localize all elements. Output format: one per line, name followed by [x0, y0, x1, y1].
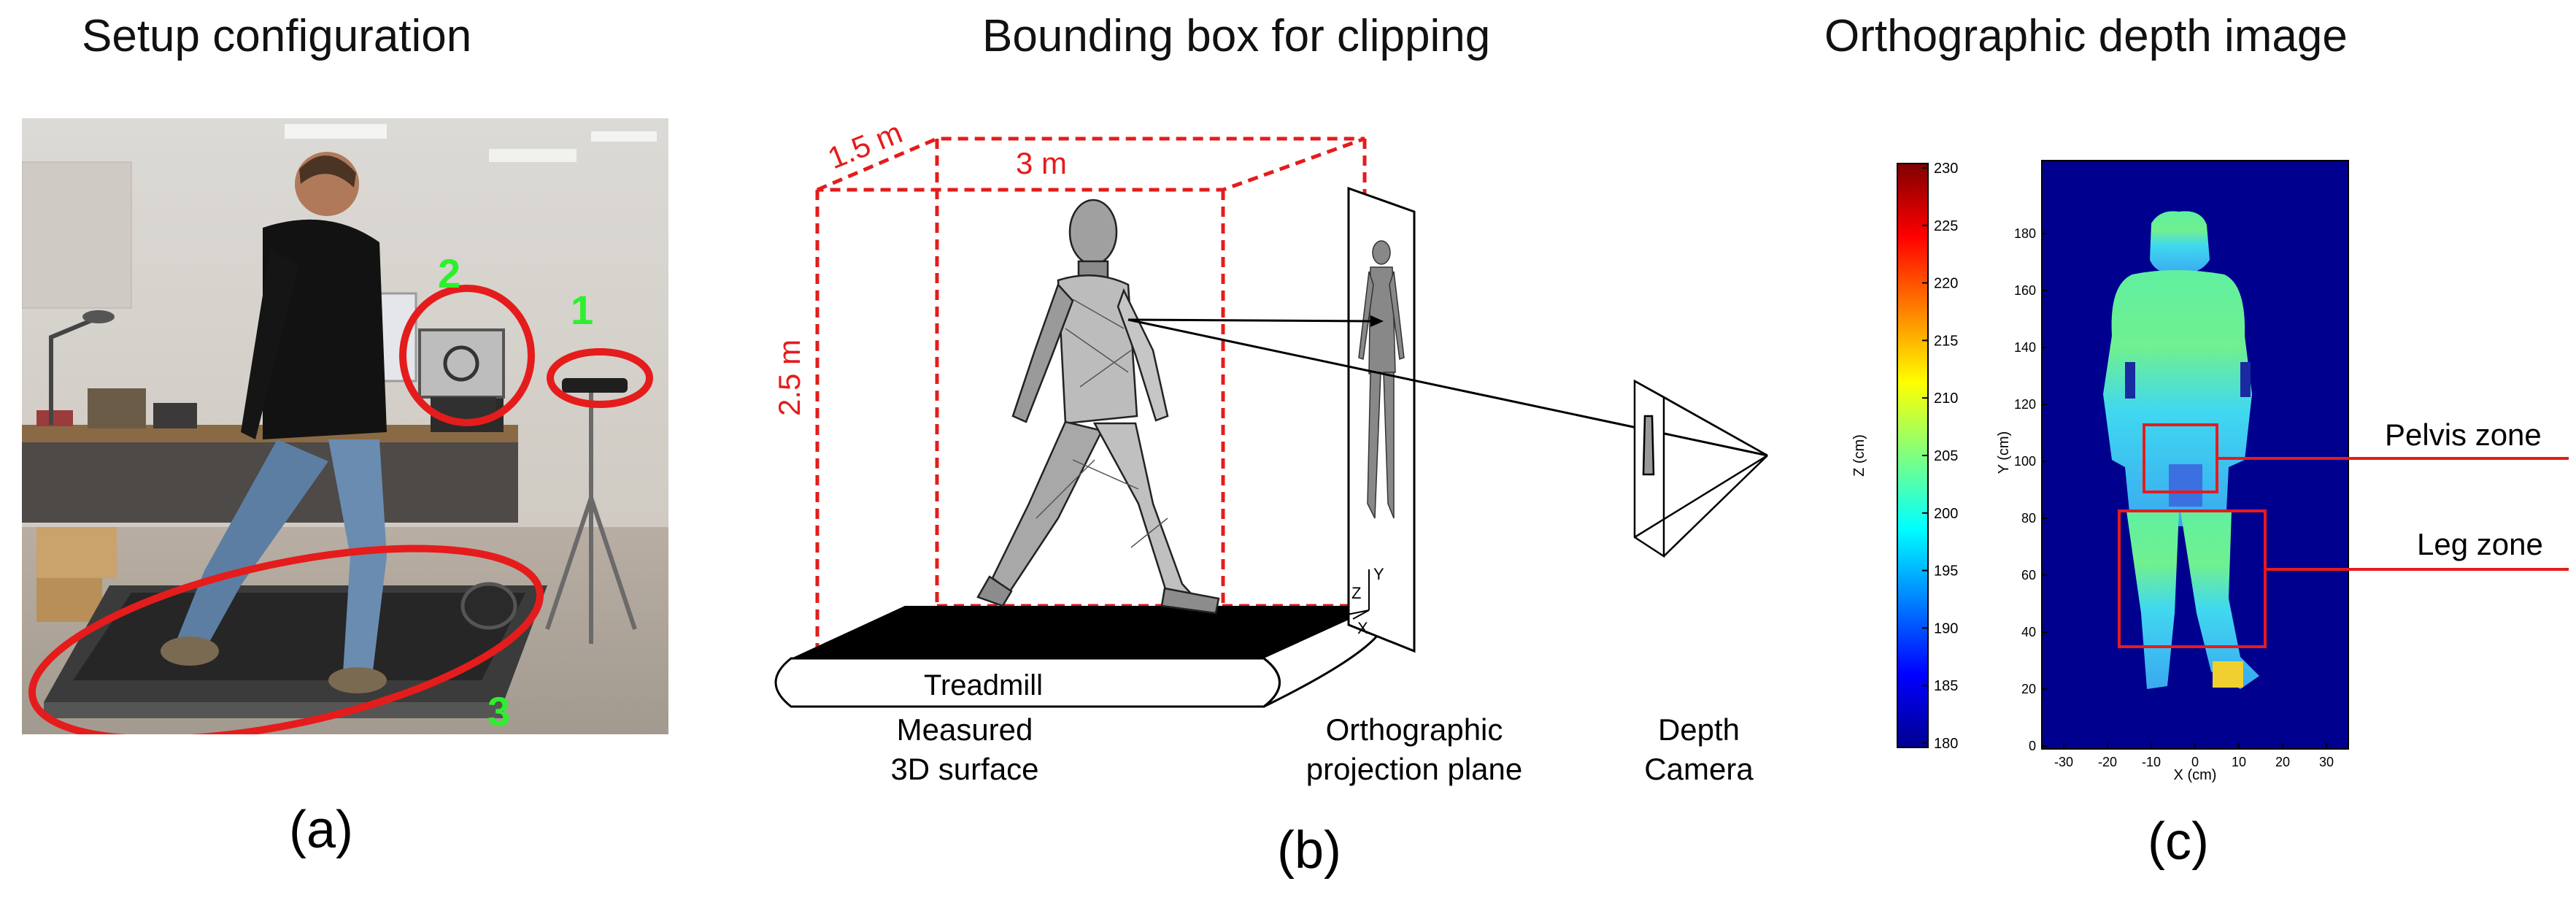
axis-x-label: X — [1357, 619, 1368, 637]
colorbar-tick-label: 190 — [1934, 620, 1958, 636]
treadmill: Treadmill — [774, 604, 1388, 708]
marker-2: 2 — [438, 250, 460, 296]
colorbar-tick-label: 220 — [1934, 276, 1958, 292]
panel-c-label: (c) — [2148, 812, 2209, 871]
x-axis-ticks: -30 -20 -10 0 10 20 30 — [2054, 743, 2334, 769]
y-tick-label: 140 — [2014, 340, 2036, 355]
x-tick-label: 10 — [2232, 755, 2246, 769]
dim-depth-label: 1.5 m — [823, 115, 907, 175]
panel-b-label: (b) — [1277, 821, 1341, 880]
y-tick-label: 0 — [2029, 739, 2036, 753]
surface-label-line1: Measured — [897, 712, 1033, 747]
colorbar-tick-label: 230 — [1934, 161, 1958, 177]
depth-camera — [1633, 379, 1768, 558]
colorbar-tick-label: 225 — [1934, 218, 1958, 234]
plane-axes — [1346, 569, 1370, 620]
plane-label-line1: Orthographic — [1326, 712, 1503, 747]
colorbar-tick-label: 180 — [1934, 736, 1958, 752]
y-tick-label: 40 — [2021, 625, 2036, 639]
y-axis-ticks: 0 20 40 60 80 100 120 140 160 180 — [2014, 226, 2048, 753]
y-tick-label: 120 — [2014, 397, 2036, 412]
y-tick-label: 180 — [2014, 226, 2036, 241]
panel-a-label: (a) — [289, 801, 353, 859]
axis-y-label: Y — [1373, 565, 1384, 583]
x-tick-label: -30 — [2054, 755, 2073, 769]
treadmill-label: Treadmill — [924, 669, 1043, 701]
mesh-human-figure — [976, 199, 1220, 615]
plane-label-line2: projection plane — [1306, 752, 1523, 786]
colorbar-ticks: 230 225 220 215 210 205 200 195 190 185 180 — [1922, 161, 1958, 752]
colorbar-tick-label: 185 — [1934, 678, 1958, 694]
bounding-box-diagram: 1.5 m 3 m 2.5 m Treadmill — [772, 115, 1768, 786]
marker-3: 3 — [487, 688, 510, 734]
panel-a-title: Setup configuration — [82, 11, 472, 61]
camera-label-line2: Camera — [1644, 752, 1754, 786]
colorbar-tick-label: 195 — [1934, 564, 1958, 580]
depth-plot: 0 20 40 60 80 100 120 140 160 180 -30 -20 -10 0 10 20 3… — [2014, 160, 2569, 769]
colorbar-tick-label: 200 — [1934, 506, 1958, 522]
marker-1: 1 — [571, 287, 593, 333]
y-tick-label: 160 — [2014, 283, 2036, 298]
y-tick-label: 80 — [2021, 511, 2036, 526]
pelvis-zone-label: Pelvis zone — [2385, 418, 2542, 452]
axis-z-label: Z — [1351, 584, 1361, 602]
colorbar-tick-label: 210 — [1934, 391, 1958, 407]
setup-photo: 2 1 3 — [22, 118, 668, 734]
x-tick-label: 20 — [2275, 755, 2290, 769]
panel-c-title: Orthographic depth image — [1824, 11, 2348, 61]
orthographic-projection-plane: Y Z X — [1346, 186, 1416, 653]
y-tick-label: 100 — [2014, 454, 2036, 469]
x-tick-label: -10 — [2142, 755, 2161, 769]
y-tick-label: 20 — [2021, 682, 2036, 696]
leg-zone-label: Leg zone — [2417, 527, 2543, 561]
colorbar-label: Z (cm) — [1851, 434, 1867, 477]
y-axis-label: Y (cm) — [1996, 431, 2012, 474]
x-tick-label: 30 — [2319, 755, 2334, 769]
y-tick-label: 60 — [2021, 568, 2036, 582]
leg-zone-box — [2118, 509, 2267, 648]
dim-height-label: 2.5 m — [772, 339, 806, 416]
x-axis-label: X (cm) — [2174, 767, 2217, 783]
surface-label-line2: 3D surface — [890, 752, 1038, 786]
colorbar-tick-label: 215 — [1934, 333, 1958, 349]
dim-width-label: 3 m — [1016, 146, 1067, 180]
camera-label-line1: Depth — [1658, 712, 1740, 747]
panel-b-title: Bounding box for clipping — [982, 11, 1491, 61]
x-tick-label: -20 — [2098, 755, 2117, 769]
colorbar-tick-label: 205 — [1934, 448, 1958, 464]
x-tick-label: 0 — [2191, 755, 2199, 769]
